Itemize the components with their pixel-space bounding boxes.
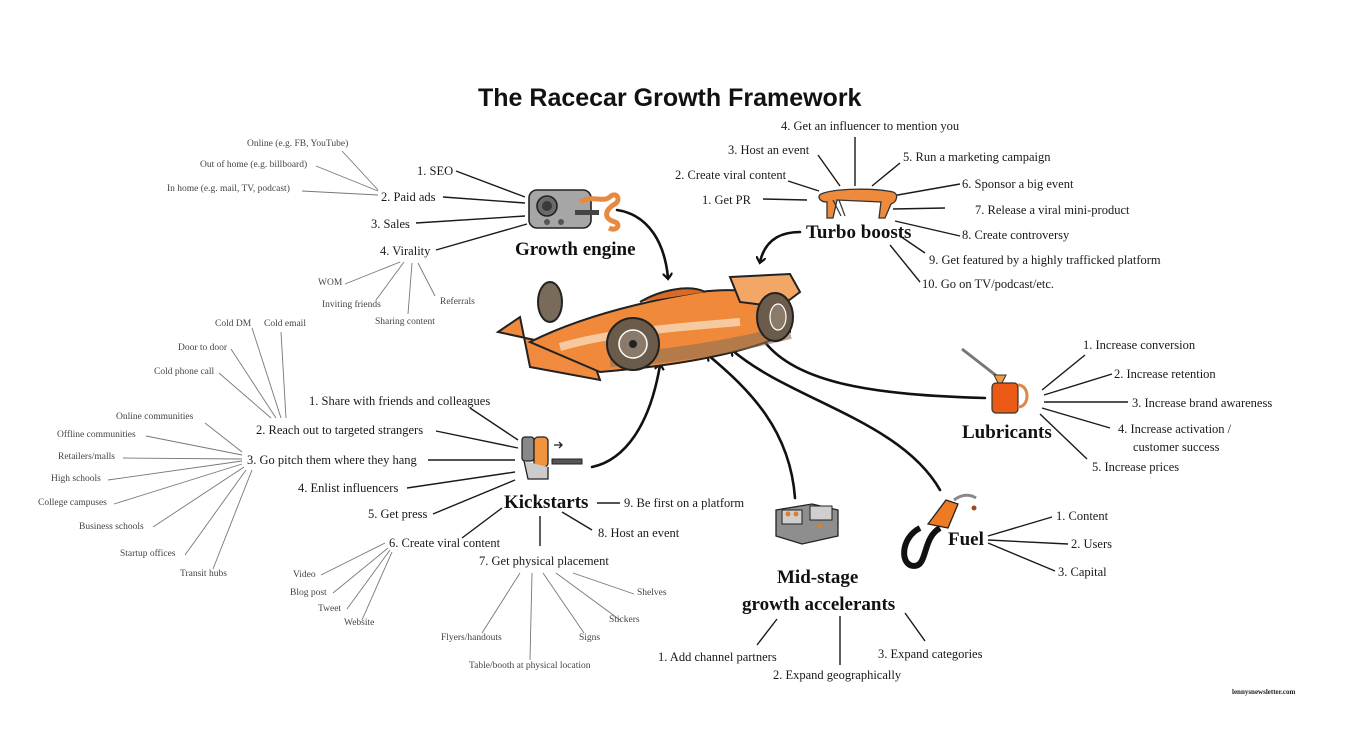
viral-content-subitem: Video — [293, 570, 316, 580]
strangers-subitem: Door to door — [178, 343, 228, 353]
hangout-subitem: Retailers/malls — [58, 452, 115, 462]
placement-subitem: Stickers — [609, 615, 640, 625]
paid-ads-subitem: Online (e.g. FB, YouTube) — [247, 139, 349, 149]
hangout-subitem: College campuses — [38, 498, 107, 508]
viral-content-subitem: Tweet — [318, 604, 342, 614]
growth-engine-item: 4. Virality — [380, 244, 431, 258]
turbo-boost-item: 3. Host an event — [728, 143, 810, 157]
placement-subitem: Signs — [579, 633, 601, 643]
turbo-boosts-connectors — [760, 137, 961, 283]
strangers-subitem: Cold email — [264, 319, 306, 329]
fuel-label: Fuel — [948, 529, 984, 550]
kickstart-item: 6. Create viral content — [389, 536, 501, 550]
turbo-boosts-label: Turbo boosts — [806, 222, 912, 243]
turbo-boost-item: 7. Release a viral mini-product — [975, 203, 1130, 217]
oil-can-icon — [961, 347, 1029, 414]
kickstart-item: 5. Get press — [368, 507, 428, 521]
mid-stage-label-line2: growth accelerants — [742, 594, 896, 615]
paid-ads-subitem: Out of home (e.g. billboard) — [200, 160, 308, 170]
hangout-subitem: Transit hubs — [180, 569, 227, 579]
mid-stage-item: 1. Add channel partners — [658, 650, 777, 664]
growth-engine-item: 2. Paid ads — [381, 190, 436, 204]
mid-stage-item: 3. Expand categories — [878, 647, 983, 661]
mid-stage-item: 2. Expand geographically — [773, 668, 902, 682]
fuel-item: 2. Users — [1071, 537, 1112, 551]
viral-content-subitem: Website — [344, 618, 375, 628]
hangout-subitem: Offline communities — [57, 430, 136, 440]
kickstart-item: 4. Enlist influencers — [298, 481, 399, 495]
strangers-subitem: Cold DM — [215, 319, 252, 329]
lubricant-item: 3. Increase brand awareness — [1132, 396, 1273, 410]
page-title: The Racecar Growth Framework — [478, 84, 862, 112]
kickstart-item: 1. Share with friends and colleagues — [309, 394, 491, 408]
battery-icon — [775, 503, 839, 545]
kickstart-item: 2. Reach out to targeted strangers — [256, 423, 424, 437]
kickstart-item: 9. Be first on a platform — [624, 496, 745, 510]
strangers-subitem: Cold phone call — [154, 367, 215, 377]
turbo-boost-item: 5. Run a marketing campaign — [903, 150, 1051, 164]
virality-subitem: Sharing content — [375, 317, 435, 327]
lubricant-item: 4. Increase activation / — [1118, 422, 1232, 436]
lubricant-item: 1. Increase conversion — [1083, 338, 1196, 352]
credit-link[interactable]: lennysnewsletter.com — [1232, 688, 1296, 696]
kickstarts-label: Kickstarts — [504, 492, 589, 513]
kickstart-item: 7. Get physical placement — [479, 554, 609, 568]
virality-subitem: Referrals — [440, 297, 475, 307]
growth-engine-item: 1. SEO — [417, 164, 454, 178]
lubricants-label: Lubricants — [962, 422, 1052, 443]
kickstarts-connectors — [107, 327, 660, 661]
growth-engine-label: Growth engine — [515, 239, 636, 260]
mid-stage-label-line1: Mid-stage — [777, 567, 859, 588]
placement-subitem: Flyers/handouts — [441, 633, 502, 643]
turbo-boost-item: 8. Create controversy — [962, 228, 1070, 242]
lubricant-item-continued: customer success — [1133, 440, 1220, 454]
hangout-subitem: Online communities — [116, 412, 194, 422]
kickstart-item: 3. Go pitch them where they hang — [247, 453, 417, 467]
placement-subitem: Table/booth at physical location — [469, 661, 591, 671]
growth-engine-item: 3. Sales — [371, 217, 410, 231]
virality-subitem: Inviting friends — [322, 300, 381, 310]
fuel-nozzle-icon — [901, 493, 977, 570]
growth-engine-connectors — [301, 150, 668, 315]
turbo-boost-item: 2. Create viral content — [675, 168, 787, 182]
kickstart-item: 8. Host an event — [598, 526, 680, 540]
mid-stage-connectors — [708, 355, 926, 665]
fuel-item: 3. Capital — [1058, 565, 1107, 579]
turbo-boost-item: 6. Sponsor a big event — [962, 177, 1074, 191]
placement-subitem: Shelves — [637, 588, 667, 598]
lubricant-item: 5. Increase prices — [1092, 460, 1180, 474]
lubricants-connectors — [760, 335, 1128, 460]
racecar-icon — [495, 272, 802, 382]
rear-wing-icon — [818, 188, 898, 219]
fuel-connectors — [732, 350, 1069, 572]
hangout-subitem: Business schools — [79, 522, 144, 532]
turbo-boost-item: 4. Get an influencer to mention you — [781, 119, 960, 133]
turbo-boost-item: 10. Go on TV/podcast/etc. — [922, 277, 1055, 291]
engine-icon — [528, 189, 621, 232]
viral-content-subitem: Blog post — [290, 588, 327, 598]
lubricant-item: 2. Increase retention — [1114, 367, 1216, 381]
fuel-item: 1. Content — [1056, 509, 1109, 523]
starter-icon — [521, 436, 583, 480]
virality-subitem: WOM — [318, 278, 343, 288]
turbo-boost-item: 9. Get featured by a highly trafficked p… — [929, 253, 1161, 267]
paid-ads-subitem: In home (e.g. mail, TV, podcast) — [167, 184, 290, 194]
turbo-boost-item: 1. Get PR — [702, 193, 751, 207]
hangout-subitem: High schools — [51, 474, 101, 484]
hangout-subitem: Startup offices — [120, 549, 176, 559]
